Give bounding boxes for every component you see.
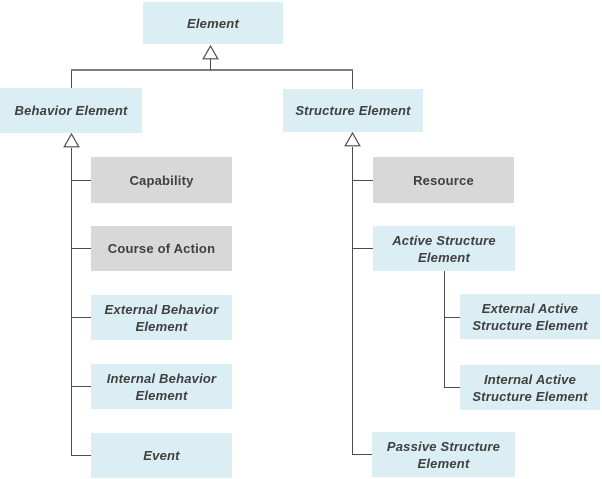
node-course-of-action[interactable]: Course of Action [91,226,232,271]
connector-top-tee [71,69,353,71]
node-external-behavior-element[interactable]: External Behavior Element [91,295,232,340]
node-internal-behavior-element[interactable]: Internal Behavior Element [91,364,232,409]
connector-element-stem [210,59,211,70]
connector-stub-active-structure [352,248,373,249]
node-capability[interactable]: Capability [91,157,232,203]
connector-stub-resource [352,180,373,181]
connector-stub-internal-active [444,387,460,388]
connector-stub-capability [71,180,91,181]
generalization-arrow-icon [202,45,219,60]
node-active-structure-element[interactable]: Active Structure Element [373,226,515,271]
node-internal-active-structure-element[interactable]: Internal Active Structure Element [460,365,600,410]
node-resource[interactable]: Resource [373,157,514,203]
connector-stub-course-of-action [71,248,91,249]
node-passive-structure-element[interactable]: Passive Structure Element [372,432,515,477]
connector-behavior-trunk [71,148,72,456]
node-element[interactable]: Element [143,2,283,44]
connector-behavior-drop [71,71,72,88]
node-event[interactable]: Event [91,433,232,478]
connector-stub-internal-behavior [71,386,91,387]
connector-active-structure-trunk [444,271,445,388]
connector-stub-external-behavior [71,317,91,318]
node-structure-element[interactable]: Structure Element [283,89,423,132]
generalization-arrow-icon [63,133,80,148]
connector-structure-trunk [352,147,353,455]
node-behavior-element[interactable]: Behavior Element [0,88,142,133]
connector-stub-event [71,455,91,456]
generalization-arrow-icon [344,132,361,147]
connector-stub-passive-structure [352,454,372,455]
connector-structure-drop [352,71,353,89]
node-external-active-structure-element[interactable]: External Active Structure Element [460,294,600,339]
connector-stub-external-active [444,317,460,318]
